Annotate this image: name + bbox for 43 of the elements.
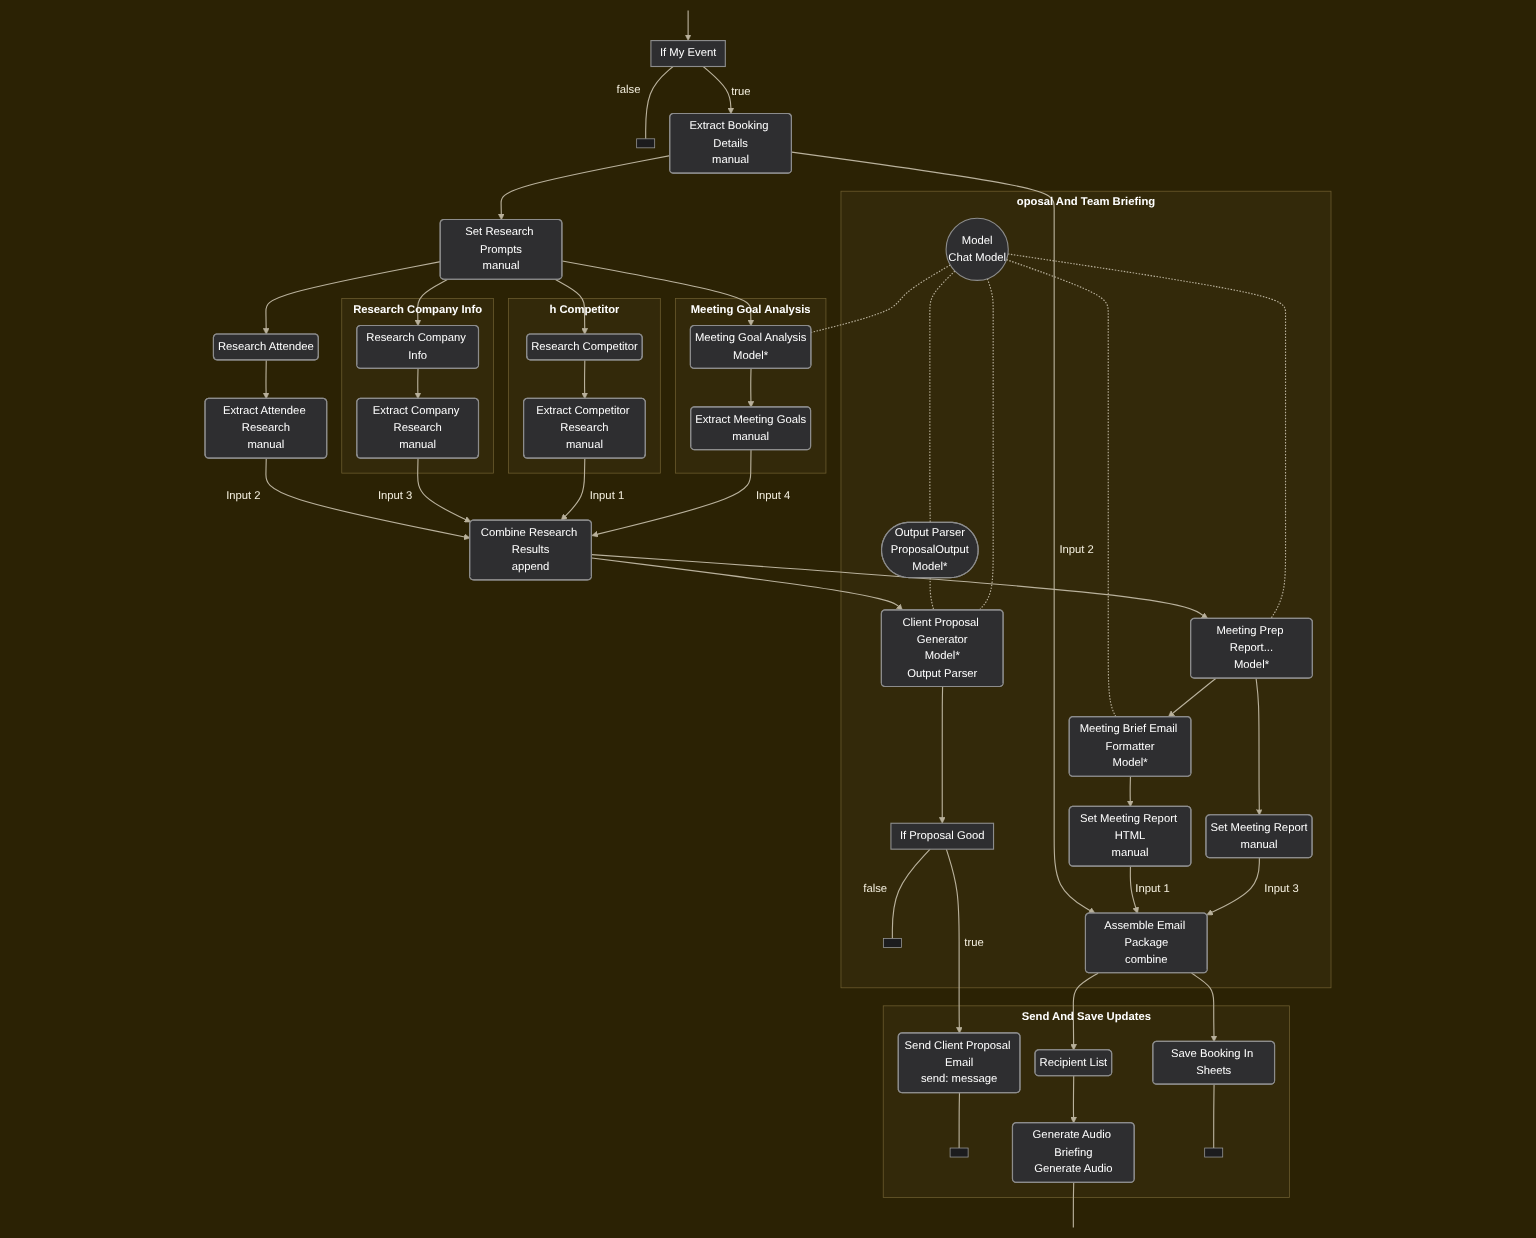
arrow	[684, 9, 692, 41]
arrow	[1070, 972, 1099, 1051]
arrow	[417, 457, 472, 523]
arrow	[561, 260, 755, 327]
arrow	[554, 279, 589, 335]
connector	[1213, 1083, 1215, 1149]
connector	[810, 264, 951, 333]
arrow	[265, 457, 471, 541]
node-box	[636, 138, 656, 149]
connector	[1007, 253, 1287, 620]
arrow	[414, 368, 422, 400]
arrow	[560, 457, 586, 521]
connector	[1005, 259, 1117, 718]
arrow	[591, 557, 903, 611]
arrow	[262, 261, 442, 335]
arrow	[791, 151, 1096, 914]
connector	[929, 577, 935, 611]
connector	[929, 270, 956, 524]
arrow	[581, 359, 588, 400]
arrow	[262, 359, 270, 400]
connector	[645, 65, 674, 140]
arrow	[414, 279, 448, 327]
arrow	[702, 65, 735, 115]
node-box	[883, 938, 902, 948]
arrow	[591, 554, 1209, 619]
arrow	[1255, 677, 1263, 816]
connector	[958, 1092, 961, 1149]
arrow	[591, 449, 752, 538]
arrow	[1127, 776, 1134, 808]
arrow	[938, 686, 946, 824]
arrow	[747, 368, 755, 408]
arrow	[497, 155, 671, 221]
arrow	[1206, 857, 1260, 916]
node-box	[949, 1147, 969, 1158]
arrow	[1168, 677, 1217, 718]
connector	[891, 848, 931, 939]
arrow	[1129, 865, 1139, 914]
node-box	[1204, 1147, 1224, 1158]
connector	[978, 278, 994, 611]
arrow	[945, 848, 963, 1034]
arrow	[1070, 1075, 1077, 1124]
connector	[1072, 1182, 1075, 1229]
arrow	[1190, 972, 1218, 1042]
